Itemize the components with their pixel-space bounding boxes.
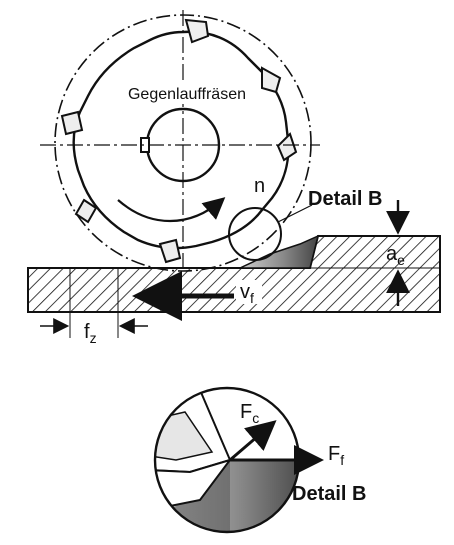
- depth-of-cut-label: ae: [386, 243, 405, 268]
- rotation-label: n: [254, 175, 265, 197]
- cutter-tooth: [60, 110, 84, 136]
- cutter-tooth: [158, 238, 182, 264]
- center-lines: [40, 10, 320, 268]
- milling-type-bg: [118, 82, 256, 104]
- feed-label-bg: [236, 280, 262, 304]
- force-ff-label: Ff: [328, 443, 344, 468]
- tooth-feed-label: fz: [84, 321, 97, 346]
- milling-type-label: Gegenlauffräsen: [128, 86, 246, 103]
- cutter-tooth: [261, 66, 282, 94]
- cutter-tooth: [276, 132, 298, 162]
- rotation-arrow: [117, 197, 226, 223]
- force-fc-label: Fc: [240, 401, 259, 426]
- chip-shaded-area: [239, 234, 320, 269]
- detail-leader-line: [277, 204, 313, 223]
- cutter-tooth: [184, 18, 210, 44]
- tooth-feed-dimension: [40, 312, 148, 338]
- detail-bottom-label: Detail B: [292, 483, 366, 505]
- workpiece: [27, 234, 441, 313]
- detail-marker-circle: [228, 207, 282, 261]
- force-fc-arrow: [229, 420, 277, 462]
- detail-top-label: Detail B: [308, 188, 382, 210]
- feed-label: vf: [240, 281, 254, 306]
- detail-b-view: [153, 386, 324, 534]
- cutter-tooth: [74, 198, 98, 224]
- depth-of-cut-dimension: [310, 200, 440, 306]
